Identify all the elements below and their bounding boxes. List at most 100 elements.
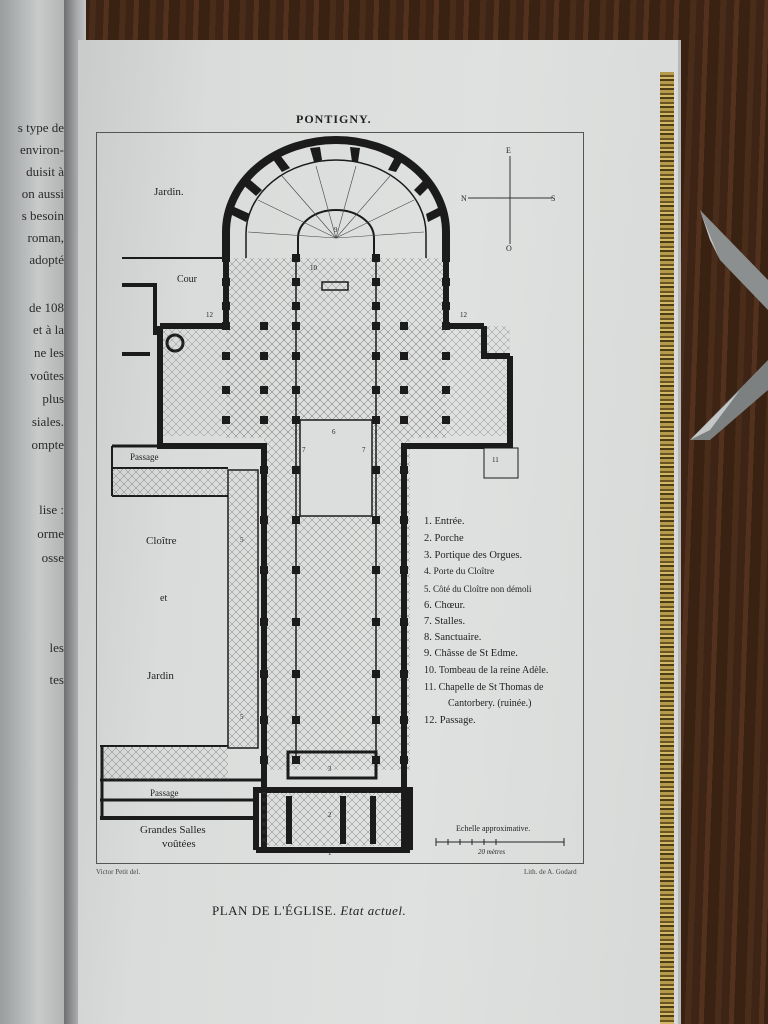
legend-item: 7. Stalles. — [424, 616, 466, 627]
plan-number: 7 — [302, 446, 306, 454]
left-page-text: ompte — [31, 437, 65, 452]
pier — [400, 566, 408, 574]
pier — [222, 352, 230, 360]
plan-number: 5 — [240, 713, 244, 721]
left-page-text: voûtes — [30, 368, 64, 383]
left-page-text: et à la — [32, 322, 64, 337]
plan-number: 3 — [328, 765, 332, 773]
left-page-text: osse — [41, 550, 64, 565]
church-floor-plan — [100, 136, 519, 853]
pier — [442, 322, 450, 330]
pier — [260, 670, 268, 678]
left-page-text: roman, — [27, 230, 64, 245]
pier — [260, 566, 268, 574]
plan-number: 12 — [460, 311, 467, 319]
pier — [260, 618, 268, 626]
legend-item: 9. Châsse de St Edme. — [424, 648, 518, 659]
pier — [442, 352, 450, 360]
pier — [400, 466, 408, 474]
cloister-label: Cloître — [146, 535, 177, 547]
pier — [400, 386, 408, 394]
plate-frame — [96, 132, 584, 864]
court-label: Cour — [177, 274, 197, 285]
pier — [260, 756, 268, 764]
pier — [222, 302, 230, 310]
pier — [442, 416, 450, 424]
pier — [222, 416, 230, 424]
left-page-text: ne les — [34, 345, 64, 360]
scale-bar — [435, 838, 565, 846]
plan-number: 11 — [492, 456, 499, 464]
blade-icon — [690, 210, 768, 440]
plan-number: 12 — [206, 311, 213, 319]
legend-item: 4. Porte du Cloître — [424, 567, 495, 577]
pier — [222, 322, 230, 330]
halls-vaulted-label: voûtées — [162, 838, 196, 850]
left-page-text: orme — [37, 526, 64, 541]
plan-number: 9 — [334, 226, 338, 234]
compass-north: N — [461, 194, 467, 203]
plan-number: 7 — [362, 446, 366, 454]
compass-west: O — [506, 244, 512, 253]
legend-item: 5. Côté du Cloître non démoli — [424, 584, 532, 594]
credit-draughtsman: Victor Petit del. — [96, 868, 141, 876]
pier — [222, 386, 230, 394]
pier — [400, 416, 408, 424]
caption-main: PLAN DE L'ÉGLISE. — [212, 903, 337, 918]
legend-item: 3. Portique des Orgues. — [424, 550, 523, 561]
legend-item: 11. Chapelle de St Thomas de — [424, 682, 544, 693]
pier — [442, 254, 450, 262]
pier — [400, 618, 408, 626]
compass-east: E — [506, 146, 511, 155]
compass-rose — [468, 156, 552, 244]
pier — [442, 386, 450, 394]
gilt-page-edge — [660, 72, 674, 1024]
plate-caption: PLAN DE L'ÉGLISE. Etat actuel. — [212, 903, 406, 919]
pier — [442, 278, 450, 286]
cloister-and-label: et — [160, 593, 168, 604]
pier — [400, 516, 408, 524]
pier — [400, 352, 408, 360]
pier — [400, 670, 408, 678]
legend-item: 10. Tombeau de la reine Adèle. — [424, 665, 549, 676]
pier — [260, 386, 268, 394]
scale-value: 20 mètres — [478, 848, 506, 856]
left-page-text: siales. — [31, 414, 64, 429]
legend-item: 1. Entrée. — [424, 516, 465, 527]
left-page-text: de 108 — [28, 300, 64, 315]
garden-label: Jardin. — [154, 186, 184, 198]
passage-lower-label: Passage — [150, 788, 179, 798]
credit-lithographer: Lith. de A. Godard — [524, 868, 577, 876]
pier — [442, 302, 450, 310]
pier — [400, 322, 408, 330]
pier — [260, 516, 268, 524]
left-page-text: plus — [42, 391, 64, 406]
pier — [372, 254, 380, 262]
scale-label: Echelle approximative. — [456, 824, 531, 833]
left-page-text: lise : — [39, 502, 64, 517]
plan-number: 6 — [332, 428, 336, 436]
left-page-text: environ- — [19, 142, 64, 157]
plan-number: 5 — [240, 536, 244, 544]
left-page-text: les — [49, 640, 64, 655]
left-page: s type de environ- duisit à on aussi s b… — [0, 0, 70, 1024]
pier — [260, 416, 268, 424]
left-page-text: tes — [49, 672, 64, 687]
legend-item: 8. Sanctuaire. — [424, 632, 482, 643]
plan-number: 1 — [328, 849, 332, 857]
left-page-text: s besoin — [21, 208, 64, 223]
halls-label: Grandes Salles — [140, 824, 206, 836]
left-page-text: s type de — [17, 120, 64, 135]
pier — [222, 278, 230, 286]
plan-number: 10 — [310, 264, 317, 272]
pier — [260, 466, 268, 474]
passage-upper-label: Passage — [130, 452, 159, 462]
pier — [400, 716, 408, 724]
legend-item: 2. Porche — [424, 533, 464, 544]
pier — [260, 352, 268, 360]
caption-state: Etat actuel. — [340, 903, 407, 918]
plan-number: 2 — [328, 811, 332, 819]
plate-title: PONTIGNY. — [296, 112, 372, 126]
left-page-text: duisit à — [26, 164, 64, 179]
left-page-text: on aussi — [21, 186, 64, 201]
